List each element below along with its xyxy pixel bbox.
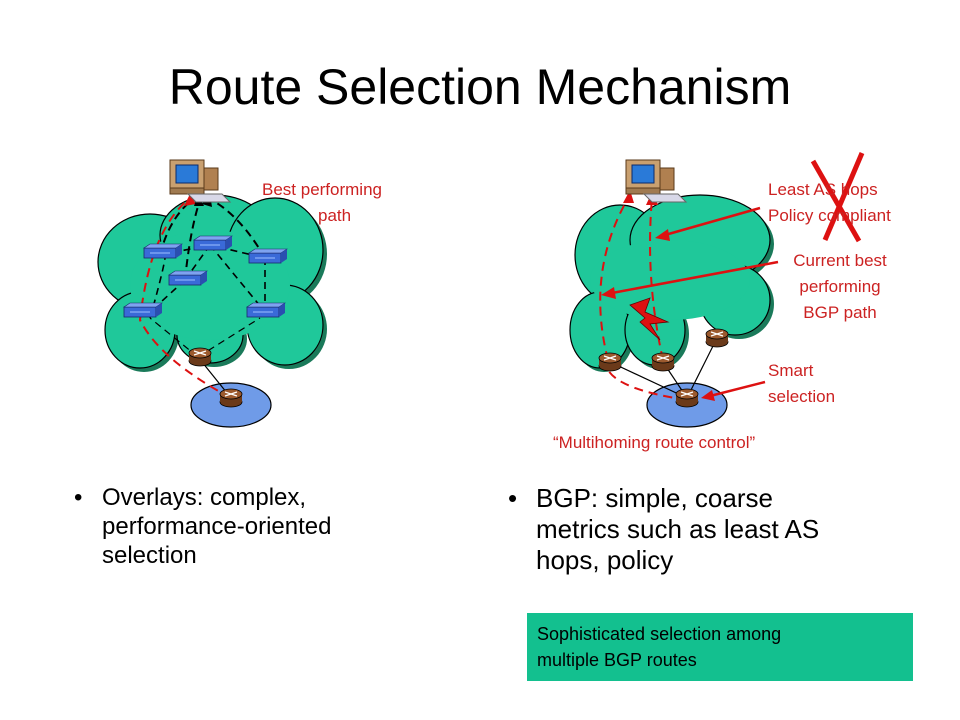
bullet-marker: •: [508, 483, 518, 513]
label-policy-compliant: Policy compliant: [768, 206, 891, 225]
left-computer-icon: [169, 159, 231, 203]
label-selection: selection: [768, 387, 836, 406]
right-router-3: [705, 328, 729, 348]
note-line2: multiple BGP routes: [537, 650, 697, 670]
right-router-1: [598, 352, 622, 372]
left-switch-5: [123, 302, 163, 318]
right-computer-icon: [625, 159, 687, 203]
label-least-as-hops: Least AS hops: [768, 180, 878, 199]
left-router-1: [188, 347, 212, 367]
label-smart: Smart: [768, 361, 814, 380]
right-network-diagram: [569, 152, 865, 428]
left-network-diagram: [97, 159, 327, 428]
bullet-marker: •: [74, 484, 83, 511]
bullet-bgp-line2: metrics such as least AS: [536, 514, 820, 544]
right-router-4: [675, 388, 699, 408]
left-switch-1: [143, 243, 183, 259]
bullet-overlays: • Overlays: complex, performance-oriente…: [74, 483, 332, 570]
bullet-bgp: • BGP: simple, coarse metrics such as le…: [508, 483, 820, 576]
left-switch-3: [248, 248, 288, 264]
left-switch-4: [168, 270, 208, 286]
bullet-overlays-line1: Overlays: complex,: [102, 484, 307, 511]
bullet-bgp-line1: BGP: simple, coarse: [536, 483, 773, 513]
right-router-2: [651, 352, 675, 372]
label-best-performing-line1: Best performing: [262, 180, 382, 199]
label-performing: performing: [799, 277, 881, 296]
bullet-overlays-line2: performance-oriented: [102, 513, 332, 540]
cross-out-icon: [810, 152, 865, 243]
bullet-overlays-line3: selection: [102, 542, 197, 569]
left-cloud: [97, 194, 327, 372]
bullet-bgp-line3: hops, policy: [536, 545, 674, 575]
failure-lightning-icon: [629, 297, 670, 341]
note-box: Sophisticated selection among multiple B…: [527, 613, 913, 681]
arrow-current-best: [611, 260, 779, 295]
label-bgp-path: BGP path: [803, 303, 877, 322]
arrow-smart: [709, 380, 766, 398]
left-switch-2: [193, 235, 233, 251]
arrow-least-as: [664, 206, 761, 237]
label-best-performing-line2: path: [318, 206, 352, 225]
note-line1: Sophisticated selection among: [537, 624, 782, 644]
slide-title: Route Selection Mechanism: [168, 59, 792, 115]
left-switch-6: [246, 302, 286, 318]
left-router-2: [219, 388, 243, 408]
caption-multihoming: “Multihoming route control”: [553, 433, 756, 452]
label-current-best: Current best: [793, 251, 887, 270]
